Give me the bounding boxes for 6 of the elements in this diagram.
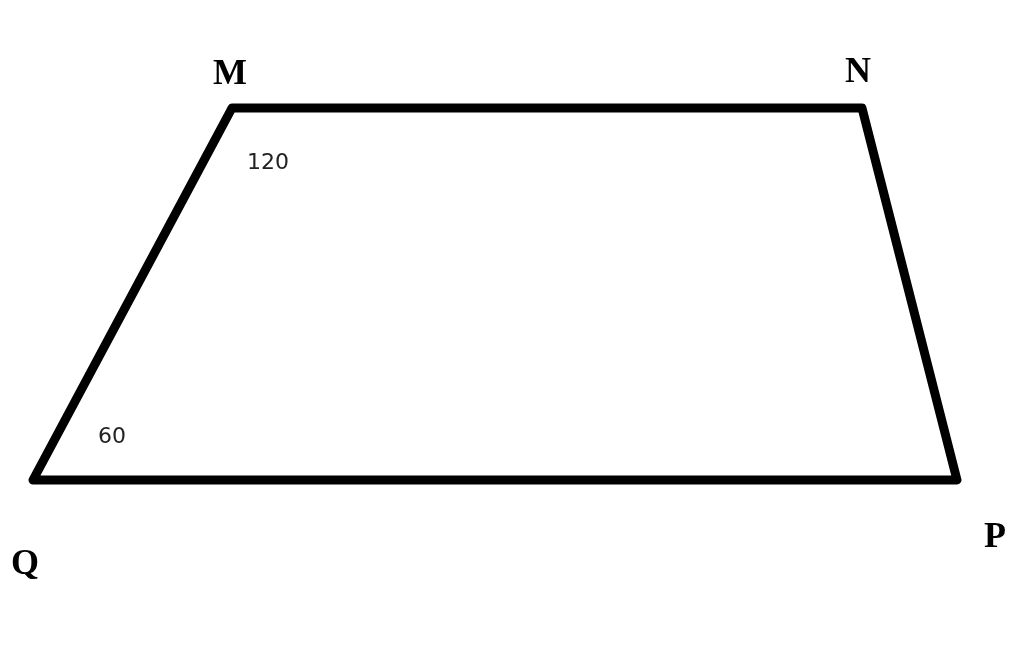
vertex-label: N [845,52,871,88]
angle-label: 60 [98,425,126,447]
vertex-label: P [984,517,1006,553]
vertex-label: Q [11,544,39,580]
vertex-label: M [213,54,247,90]
angle-label: 120 [247,151,289,173]
